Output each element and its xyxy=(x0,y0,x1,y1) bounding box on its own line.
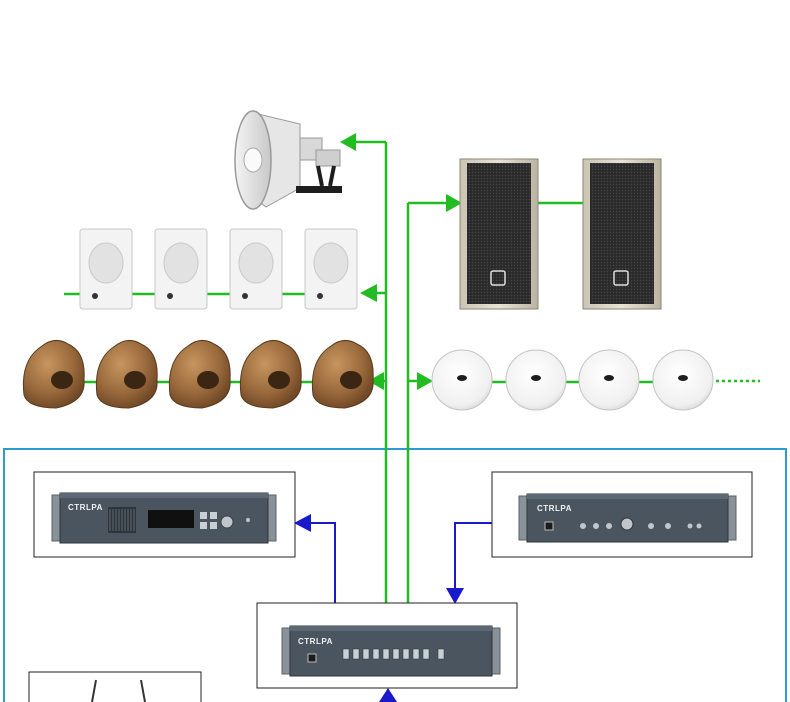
zone-selector-brand-label: CTRLPA xyxy=(298,637,333,646)
column-speaker-icon xyxy=(459,158,539,310)
rock-garden-speaker-icon xyxy=(239,340,302,409)
feed-arrowheads xyxy=(340,133,462,390)
wall-mount-speaker-icon xyxy=(229,228,283,310)
wireless-receiver-box xyxy=(28,671,202,702)
player-brand-label: CTRLPA xyxy=(68,503,103,512)
rock-garden-speaker-icon xyxy=(168,340,231,409)
wall-speaker-row xyxy=(79,228,358,310)
control-arrowheads xyxy=(294,514,464,702)
rock-garden-speaker-icon xyxy=(22,340,85,409)
horn-loudspeaker-icon xyxy=(234,110,342,210)
zone-selector-unit-box: CTRLPA xyxy=(256,602,518,689)
preamp-brand-label: CTRLPA xyxy=(537,504,572,513)
wall-mount-speaker-icon xyxy=(79,228,133,310)
ceiling-speaker-icon xyxy=(578,349,640,411)
player-unit-box: CTRLPA xyxy=(33,471,296,558)
rock-speaker-row xyxy=(22,340,374,409)
preamp-unit-box: CTRLPA xyxy=(491,471,753,558)
column-speaker-icon xyxy=(582,158,662,310)
ceiling-speaker-icon xyxy=(505,349,567,411)
ceiling-speaker-row xyxy=(431,349,714,411)
wall-mount-speaker-icon xyxy=(304,228,358,310)
ceiling-speaker-icon xyxy=(431,349,493,411)
ceiling-speaker-icon xyxy=(652,349,714,411)
rock-garden-speaker-icon xyxy=(311,340,374,409)
rack-zone-border xyxy=(3,448,787,702)
column-speaker-pair xyxy=(459,158,662,310)
wall-mount-speaker-icon xyxy=(154,228,208,310)
rock-garden-speaker-icon xyxy=(95,340,158,409)
